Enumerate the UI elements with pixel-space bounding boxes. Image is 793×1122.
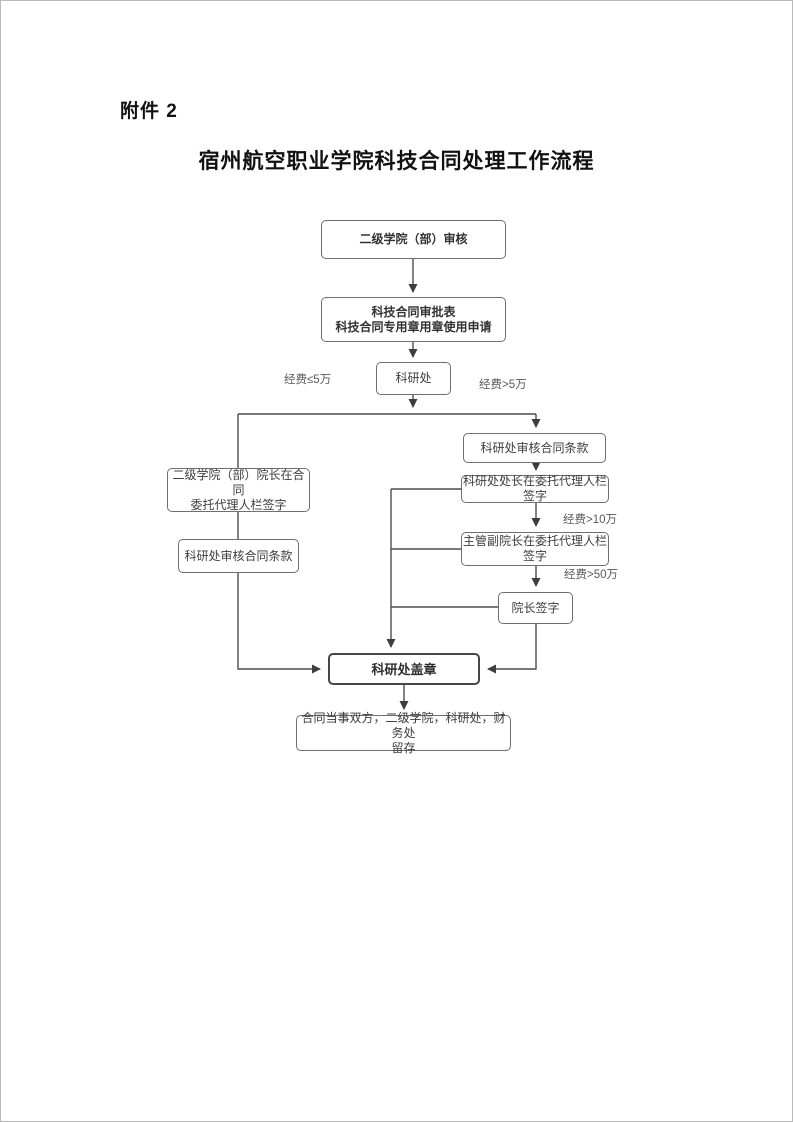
- flow-node-research-office: 科研处: [376, 362, 451, 395]
- flow-node-president-sign: 院长签字: [498, 592, 573, 624]
- flow-node-contract-approval-form: 科技合同审批表 科技合同专用章用章使用申请: [321, 297, 506, 342]
- page-title: 宿州航空职业学院科技合同处理工作流程: [198, 150, 595, 173]
- attachment-label: 附件 2: [120, 101, 178, 122]
- edge-label-funding-gt-50w: 经费>50万: [564, 569, 619, 581]
- edge-label-funding-gt-10w: 经费>10万: [563, 514, 618, 526]
- edge-label-funding-le-5w: 经费≤5万: [284, 374, 332, 386]
- flow-node-right-research-office-check: 科研处审核合同条款: [463, 433, 606, 463]
- flow-node-left-research-office-check: 科研处审核合同条款: [178, 539, 299, 573]
- edge-label-funding-gt-5w: 经费>5万: [479, 379, 527, 391]
- flow-node-vice-president-sign: 主管副院长在委托代理人栏 签字: [461, 532, 609, 566]
- flow-node-retain-copies: 合同当事双方，二级学院，科研处，财务处 留存: [296, 711, 511, 755]
- flow-node-left-dean-sign: 二级学院（部）院长在合同 委托代理人栏签字: [167, 468, 310, 512]
- flow-node-research-director-sign: 科研处处长在委托代理人栏签字: [461, 474, 609, 503]
- flow-node-secondary-college-review: 二级学院（部）审核: [321, 220, 506, 259]
- flow-node-research-office-stamp: 科研处盖章: [328, 653, 480, 685]
